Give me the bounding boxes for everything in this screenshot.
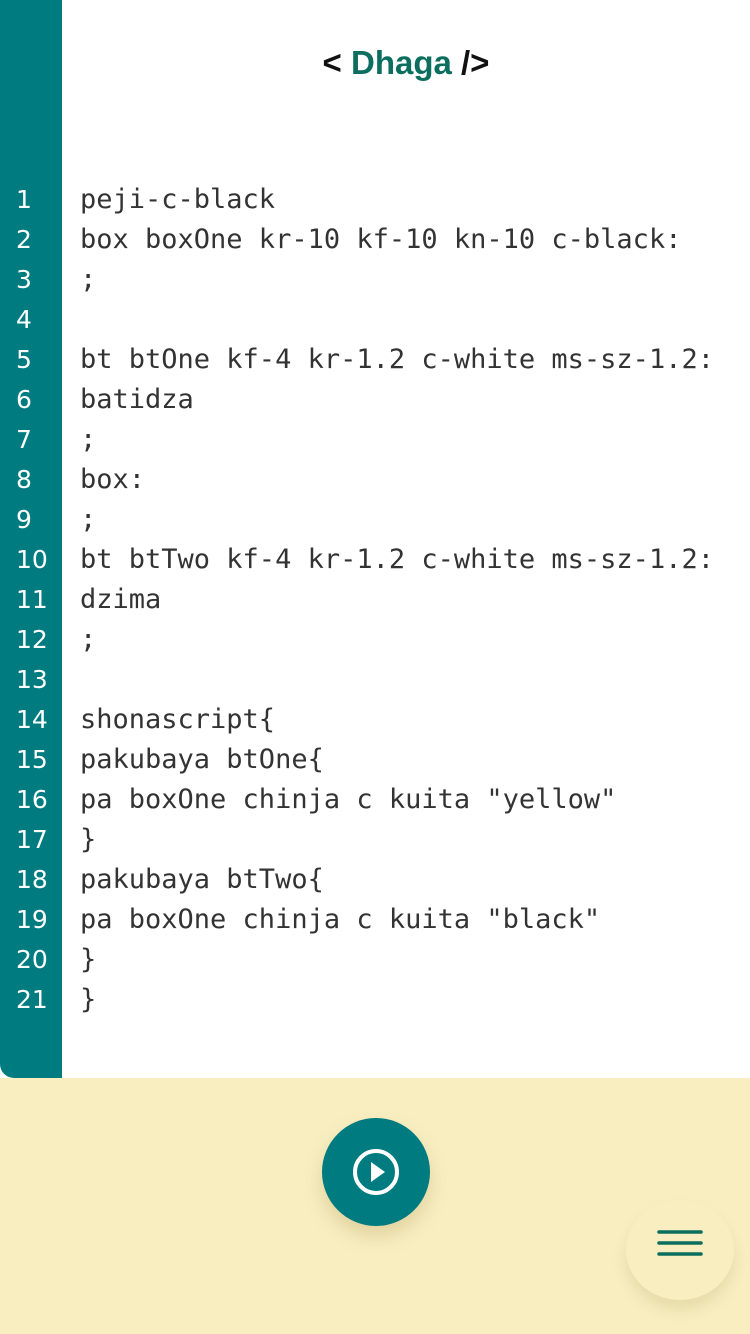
code-line[interactable]: 21}	[0, 980, 750, 1020]
line-number: 5	[16, 345, 32, 374]
code-line[interactable]: 7;	[0, 420, 750, 460]
line-number: 20	[16, 945, 48, 974]
code-text[interactable]: }	[80, 944, 97, 975]
line-number: 21	[16, 985, 48, 1014]
code-text[interactable]: ;	[80, 264, 97, 295]
line-number: 2	[16, 225, 32, 254]
code-line[interactable]: 15 pakubaya btOne{	[0, 740, 750, 780]
code-line[interactable]: 14 shonascript{	[0, 700, 750, 740]
code-line[interactable]: 20}	[0, 940, 750, 980]
code-text[interactable]: ;	[80, 624, 97, 655]
hamburger-menu-icon	[657, 1230, 703, 1256]
line-number: 3	[16, 265, 32, 294]
code-line[interactable]: 16 pa boxOne chinja c kuita "yellow"	[0, 780, 750, 820]
code-line[interactable]: 8 box:	[0, 460, 750, 500]
code-line[interactable]: 12;	[0, 620, 750, 660]
code-text[interactable]: bt btTwo kf-4 kr-1.2 c-white ms-sz-1.2:	[80, 544, 714, 575]
code-text[interactable]: pakubaya btOne{	[80, 744, 324, 775]
code-editor[interactable]: < Dhaga /> 1 peji-c-black 2 box boxOne kr-1…	[0, 0, 750, 1078]
code-text[interactable]: box:	[80, 464, 146, 495]
line-number: 4	[16, 305, 32, 334]
app-title: < Dhaga />	[0, 44, 750, 82]
line-number-gutter	[0, 0, 62, 1078]
code-line[interactable]: 6 batidza	[0, 380, 750, 420]
code-text[interactable]: batidza	[80, 384, 194, 415]
code-line[interactable]: 2 box boxOne kr-10 kf-10 kn-10 c-black:	[0, 220, 750, 260]
code-line[interactable]: 4	[0, 300, 750, 340]
code-text[interactable]: }	[80, 984, 97, 1015]
line-number: 18	[16, 865, 48, 894]
code-text[interactable]: shonascript{	[80, 704, 276, 735]
code-text[interactable]: pa boxOne chinja c kuita "black"	[80, 904, 601, 935]
title-open-tag: <	[322, 44, 351, 81]
title-close-tag: />	[451, 44, 490, 81]
code-text[interactable]: }	[80, 824, 97, 855]
code-line[interactable]: 1 peji-c-black	[0, 180, 750, 220]
line-number: 11	[16, 585, 48, 614]
code-text[interactable]: box boxOne kr-10 kf-10 kn-10 c-black:	[80, 224, 682, 255]
line-number: 1	[16, 185, 32, 214]
code-text[interactable]: peji-c-black	[80, 184, 276, 215]
line-number: 10	[16, 545, 48, 574]
line-number: 8	[16, 465, 32, 494]
code-line[interactable]: 18 pakubaya btTwo{	[0, 860, 750, 900]
line-number: 13	[16, 665, 48, 694]
line-number: 14	[16, 705, 48, 734]
code-line[interactable]: 13	[0, 660, 750, 700]
line-number: 16	[16, 785, 48, 814]
line-number: 6	[16, 385, 32, 414]
code-lines[interactable]: 1 peji-c-black 2 box boxOne kr-10 kf-10 kn-…	[0, 180, 750, 1020]
line-number: 19	[16, 905, 48, 934]
code-text[interactable]: pa boxOne chinja c kuita "yellow"	[80, 784, 617, 815]
code-line[interactable]: 17}	[0, 820, 750, 860]
play-circle-icon	[353, 1149, 399, 1195]
code-line[interactable]: 10 bt btTwo kf-4 kr-1.2 c-white ms-sz-1.2…	[0, 540, 750, 580]
line-number: 7	[16, 425, 32, 454]
code-line[interactable]: 5 bt btOne kf-4 kr-1.2 c-white ms-sz-1.2:	[0, 340, 750, 380]
code-line[interactable]: 19 pa boxOne chinja c kuita "black"	[0, 900, 750, 940]
code-line[interactable]: 9;	[0, 500, 750, 540]
line-number: 17	[16, 825, 48, 854]
line-number: 9	[16, 505, 32, 534]
line-number: 12	[16, 625, 48, 654]
menu-button[interactable]	[626, 1200, 734, 1300]
code-text[interactable]: ;	[80, 504, 97, 535]
code-text[interactable]: bt btOne kf-4 kr-1.2 c-white ms-sz-1.2:	[80, 344, 714, 375]
code-line[interactable]: 11 dzima	[0, 580, 750, 620]
code-text[interactable]: ;	[80, 424, 97, 455]
code-line[interactable]: 3;	[0, 260, 750, 300]
run-button[interactable]	[322, 1118, 430, 1226]
line-number: 15	[16, 745, 48, 774]
code-text[interactable]: dzima	[80, 584, 162, 615]
code-text[interactable]: pakubaya btTwo{	[80, 864, 324, 895]
brand-name: Dhaga	[350, 44, 452, 81]
